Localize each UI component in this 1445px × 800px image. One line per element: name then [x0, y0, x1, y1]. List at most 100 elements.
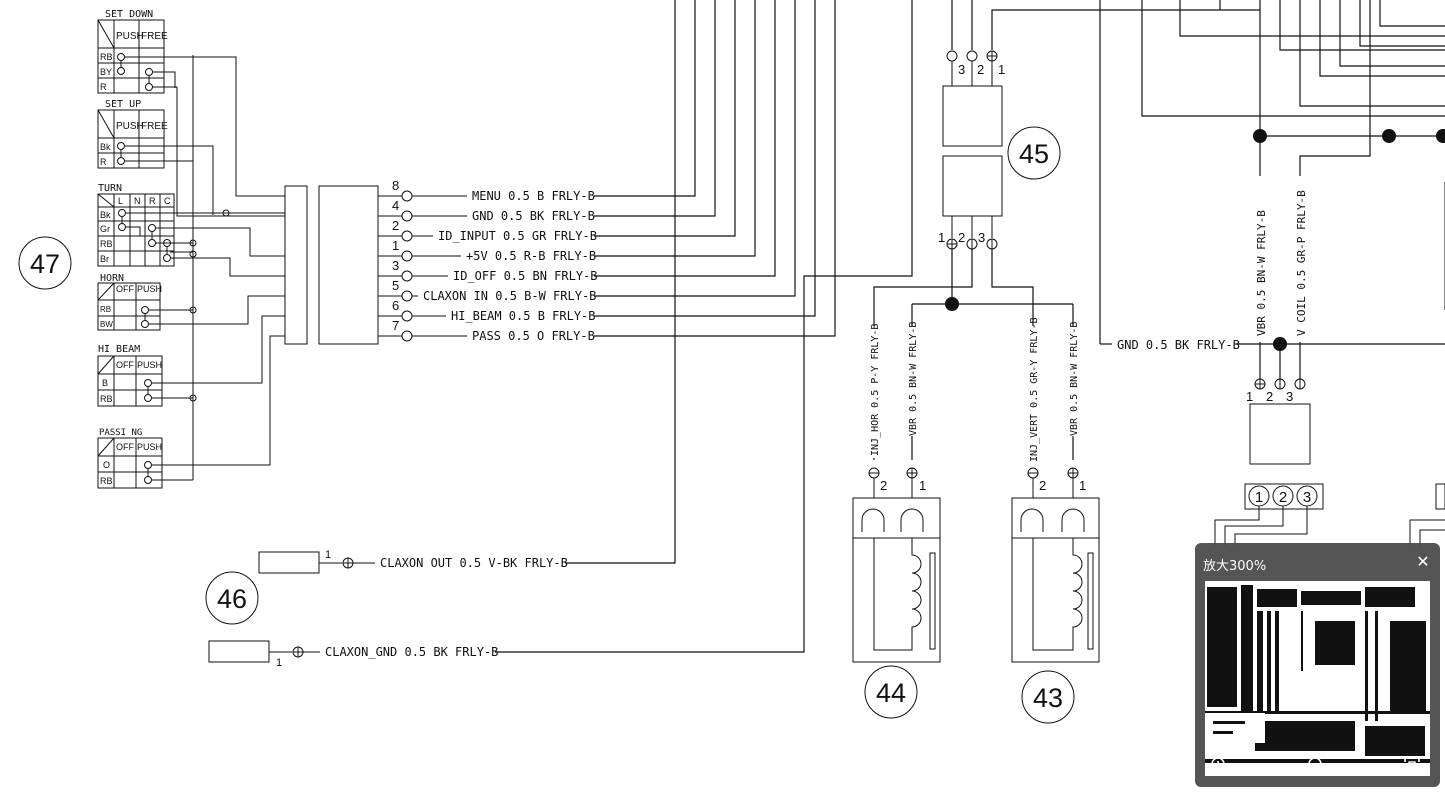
col-label: R	[149, 196, 156, 206]
switch-set-down: SET DOWN PUSH FREE RB BY R	[97, 9, 168, 94]
svg-text:1: 1	[998, 62, 1005, 77]
wire-label: INJ_VERT 0.5 GR-Y FRLY-B	[1029, 318, 1040, 463]
close-icon[interactable]: ✕	[1416, 552, 1430, 571]
wire-label: ID_INPUT 0.5 GR FRLY-B	[438, 229, 597, 243]
callout-45: 45	[1007, 126, 1061, 180]
wire-label: CLAXON_GND 0.5 BK FRLY-B	[325, 645, 498, 659]
injector-44: 2 1	[852, 467, 941, 663]
zoom-preview-panel: 放大300% ✕	[1195, 543, 1440, 787]
callout-43: 43	[1021, 670, 1075, 724]
switch-title: SET UP	[105, 99, 141, 110]
row-label: O	[103, 460, 110, 470]
col-label: PUSH	[137, 360, 162, 370]
injector-wire-labels: INJ_HOR 0.5 P-Y FRLY-B VBR 0.5 BN-W FRLY…	[866, 318, 1081, 466]
svg-text:46: 46	[217, 584, 247, 614]
wire-label: +5V 0.5 R-B FRLY-B	[466, 249, 596, 263]
row-label: RB	[100, 394, 113, 404]
row-label: RB	[100, 305, 111, 314]
left-connector: 8 4 2 1 3 5 6 7 MENU 0.5 B FRLY-B GND 0.…	[284, 178, 598, 345]
svg-text:3: 3	[1286, 389, 1293, 404]
callout-47: 47	[18, 236, 72, 290]
svg-text:47: 47	[30, 249, 60, 279]
fit-screen-icon[interactable]	[1401, 754, 1423, 776]
pin-label: 1	[392, 238, 399, 253]
svg-text:2: 2	[1039, 478, 1046, 493]
svg-text:1: 1	[325, 549, 331, 561]
row-label: BY	[100, 67, 112, 77]
switch-hi-beam: HI BEAM OFF PUSH B RB	[97, 344, 163, 407]
wire-label: INJ_HOR 0.5 P-Y FRLY-B	[870, 324, 881, 456]
zoom-in-icon[interactable]	[1208, 754, 1230, 776]
svg-text:3: 3	[1303, 489, 1311, 506]
row-label: RB	[100, 476, 113, 486]
svg-text:2: 2	[1266, 389, 1273, 404]
row-label: R	[100, 82, 107, 92]
right-harness: GND 0.5 BK FRLY-B VBR 0.5 BN-W FRLY-B V …	[1099, 0, 1445, 545]
callout-44: 44	[864, 665, 918, 719]
switch-title: HI BEAM	[98, 344, 140, 355]
row-label: BW	[100, 320, 113, 329]
svg-text:1: 1	[1255, 489, 1263, 506]
col-label: PUSH	[137, 442, 162, 452]
svg-text:1: 1	[276, 657, 282, 669]
row-label: Bk	[100, 142, 111, 152]
switch-title: SET DOWN	[105, 9, 153, 20]
zoom-minimap[interactable]	[1205, 581, 1430, 776]
wire-label: GND 0.5 BK FRLY-B	[472, 209, 595, 223]
col-label: OFF	[116, 442, 134, 452]
col-label: PUSH	[137, 284, 162, 294]
switch-title: HORN	[100, 273, 124, 284]
callout-46: 46	[205, 571, 259, 625]
zoom-level-label: 放大300%	[1203, 559, 1267, 574]
pin-label: 6	[392, 298, 399, 313]
row-label: RB	[100, 52, 113, 62]
col-label: OFF	[116, 284, 134, 294]
wire-label: ID_OFF 0.5 BN FRLY-B	[453, 269, 598, 283]
wire-label: MENU 0.5 B FRLY-B	[472, 189, 595, 203]
switch-title: PASSI NG	[99, 428, 142, 438]
row-label: Br	[100, 254, 109, 264]
pin-label: 5	[392, 278, 399, 293]
minimap-thumbnail	[1205, 581, 1430, 776]
col-label: FREE	[141, 31, 168, 42]
svg-text:44: 44	[876, 678, 906, 708]
col-label: OFF	[116, 360, 134, 370]
svg-text:2: 2	[880, 478, 887, 493]
claxon-gnd-connector: 1 CLAXON_GND 0.5 BK FRLY-B	[208, 640, 498, 669]
col-label: N	[134, 196, 141, 206]
switch-title: TURN	[98, 183, 122, 194]
svg-text:3: 3	[958, 62, 965, 77]
col-label: C	[164, 196, 171, 206]
row-label: B	[102, 378, 108, 388]
switch-bus-wires	[125, 55, 285, 481]
col-label: FREE	[141, 121, 168, 132]
wire-label: CLAXON OUT 0.5 V-BK FRLY-B	[380, 556, 568, 570]
col-label: PUSH	[116, 31, 144, 42]
row-label: R	[100, 157, 107, 167]
col-label: L	[118, 196, 123, 206]
harness-wires	[495, 0, 913, 653]
pin-label: 3	[392, 258, 399, 273]
wire-label: CLAXON IN 0.5 B-W FRLY-B	[423, 289, 596, 303]
pin-label: 2	[392, 218, 399, 233]
svg-text:1: 1	[1246, 389, 1253, 404]
svg-text:45: 45	[1019, 139, 1049, 169]
wire-label: GND 0.5 BK FRLY-B	[1117, 338, 1240, 352]
svg-text:3: 3	[978, 230, 985, 245]
zoom-out-icon[interactable]	[1305, 754, 1327, 776]
row-label: Gr	[100, 224, 110, 234]
col-label: PUSH	[116, 121, 144, 132]
row-label: Bk	[100, 210, 111, 220]
wire-label: PASS 0.5 O FRLY-B	[472, 329, 595, 343]
svg-text:1: 1	[1079, 478, 1086, 493]
row-label: RB	[100, 239, 113, 249]
wire-label: VBR 0.5 BN-W FRLY-B	[908, 322, 919, 436]
svg-text:43: 43	[1033, 683, 1063, 713]
claxon-out-connector: 1 CLAXON OUT 0.5 V-BK FRLY-B	[258, 549, 568, 574]
wire-label: VBR 0.5 BN-W FRLY-B	[1255, 210, 1268, 336]
switch-passing: PASSI NG OFF PUSH O RB	[97, 428, 163, 489]
svg-text:1: 1	[919, 478, 926, 493]
svg-text:2: 2	[977, 62, 984, 77]
wire-label: VBR 0.5 BN-W FRLY-B	[1069, 322, 1080, 436]
zoom-toolbar	[1195, 748, 1440, 782]
